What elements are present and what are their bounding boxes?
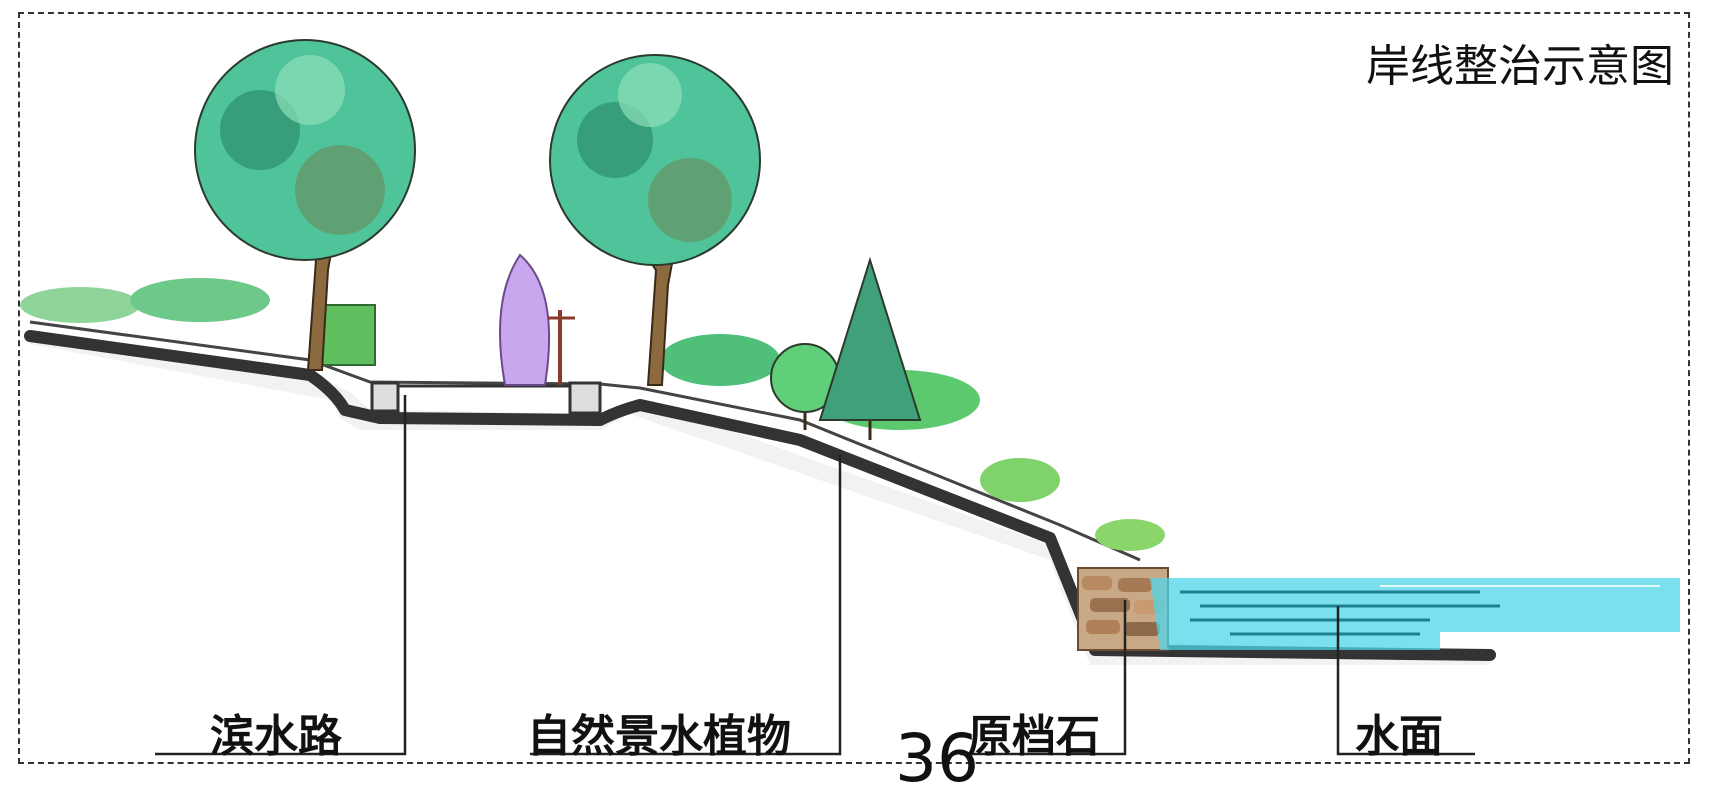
diagram-title: 岸线整治示意图 bbox=[1366, 41, 1674, 92]
leader-lines bbox=[155, 395, 1475, 756]
label-waterfront-road: 滨水路 bbox=[210, 711, 342, 762]
road-curb-right bbox=[568, 381, 602, 415]
label-water-surface: 水面 bbox=[1355, 711, 1443, 762]
label-natural-plants: 自然景水植物 bbox=[527, 711, 791, 762]
water-body bbox=[1150, 578, 1680, 650]
page-number: 36 bbox=[895, 720, 979, 797]
tree-small bbox=[770, 256, 922, 440]
diagram-frame bbox=[18, 12, 1690, 764]
tree-left bbox=[194, 39, 416, 371]
road-curb-left bbox=[370, 381, 400, 413]
sculpture bbox=[499, 253, 575, 386]
label-retaining-stone: 原档石 bbox=[968, 711, 1100, 762]
shrubs-left bbox=[20, 278, 376, 366]
tree-middle bbox=[549, 54, 761, 386]
